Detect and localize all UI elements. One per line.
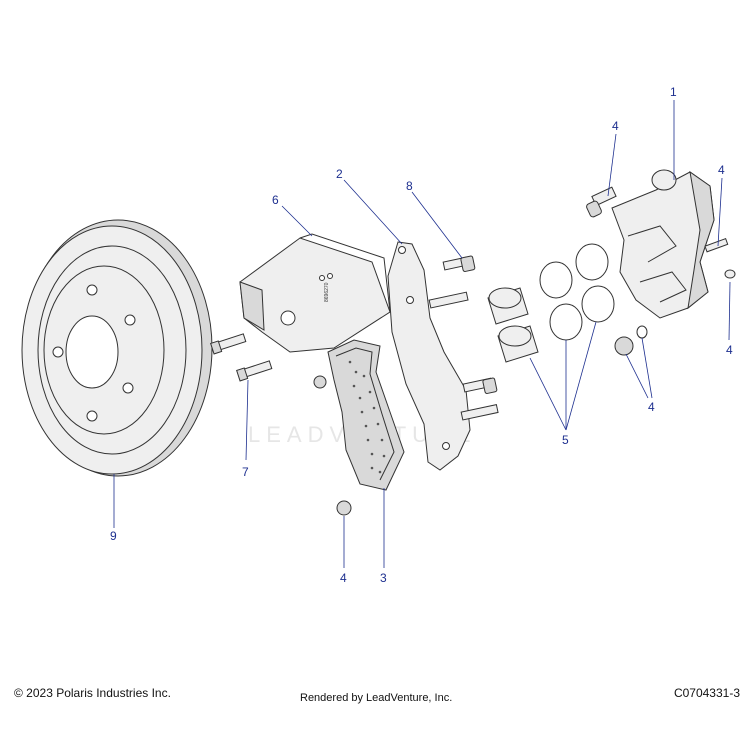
callout-4-top: 4 [612,119,619,133]
diagram-id: C0704331-3 [673,686,740,700]
callout-4-caliper-lower: 4 [648,400,655,414]
callout-labels: 1 4 4 4 4 4 2 6 8 7 9 5 3 [110,85,733,585]
brake-rotor [21,219,213,477]
brake-caliper [611,169,715,319]
callout-1: 1 [670,85,677,99]
callout-4-right-top: 4 [718,163,725,177]
piston-upper [487,287,529,325]
rendered-by-text: Rendered by LeadVenture, Inc. [300,692,453,704]
callout-7: 7 [242,465,249,479]
callout-4-bottom: 4 [340,571,347,585]
pad-marking: 8696270 [324,282,330,302]
pistons-and-seals [487,243,615,363]
callout-6: 6 [272,193,279,207]
copyright-text: © 2023 Polaris Industries Inc. [14,686,171,700]
leader-lines [113,100,731,568]
brake-pad [327,339,405,491]
callout-3: 3 [380,571,387,585]
callout-8: 8 [406,179,413,193]
piston-lower [497,325,539,363]
callout-9: 9 [110,529,117,543]
callout-4-right: 4 [726,343,733,357]
caliper-hardware [313,186,736,516]
caliper-bolts [210,333,273,382]
bracket-bolts [428,255,499,421]
callout-5: 5 [562,433,569,447]
callout-2: 2 [336,167,343,181]
pad-bracket: 8696270 [239,233,391,353]
caliper-mounting-bracket [387,241,471,471]
